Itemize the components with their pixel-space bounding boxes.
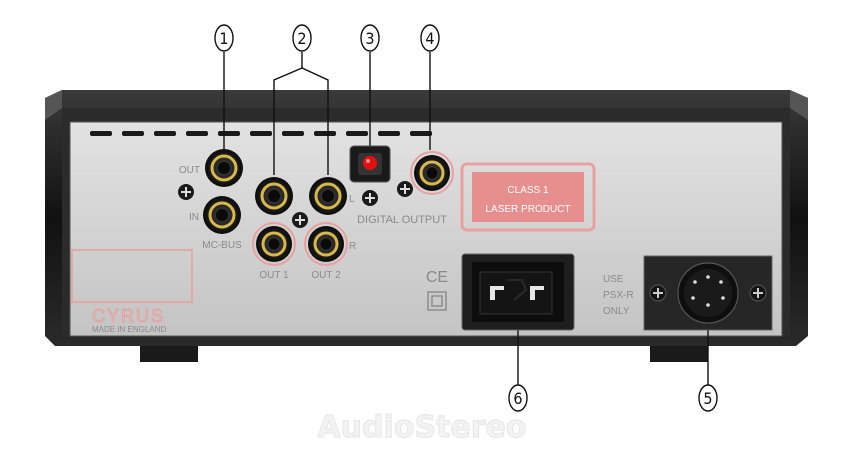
callout-4: 4: [420, 24, 440, 52]
callout-3: 3: [360, 24, 380, 52]
label-r: R: [349, 241, 356, 252]
callout-1: 1: [214, 24, 234, 52]
digital-coax-jack: [410, 151, 454, 195]
psx-r-screw-right: [749, 284, 767, 302]
analog-r-upper-jack: [309, 177, 347, 215]
label-out1: OUT 1: [259, 270, 289, 281]
analog-l-upper-jack: [255, 177, 293, 215]
label-l: L: [349, 194, 355, 205]
label-digital-output: DIGITAL OUTPUT: [357, 214, 447, 226]
ce-mark: CE: [426, 269, 448, 286]
svg-text:5: 5: [703, 389, 712, 408]
label-mc-bus: MC-BUS: [202, 240, 242, 251]
iec-pin-right: [530, 286, 544, 300]
callout-5: 5: [698, 384, 718, 412]
label-laser-product: LASER PRODUCT: [485, 204, 570, 215]
out2-jack: [304, 222, 348, 266]
din-socket: [677, 262, 739, 324]
out1-jack: [252, 222, 296, 266]
psx-r-connector-area: USE PSX-R ONLY: [603, 255, 773, 331]
label-only: ONLY: [603, 306, 630, 317]
optical-output-port: [349, 145, 391, 183]
watermark: AudioStereo: [318, 410, 527, 445]
serial-label-box: [71, 249, 193, 303]
label-psxr: PSX-R: [603, 290, 634, 301]
svg-text:4: 4: [425, 29, 434, 48]
callout-markers: 1 2 3 4 5 6: [214, 24, 718, 412]
iec-pin-left: [490, 286, 504, 300]
svg-text:6: 6: [513, 389, 522, 408]
vent-slots: [90, 131, 432, 136]
screw-digital-right: [397, 181, 413, 197]
screw-center: [292, 212, 308, 228]
rear-panel: [69, 121, 783, 337]
screw-left: [178, 184, 194, 200]
made-in-england: MADE IN ENGLAND: [92, 325, 166, 334]
panel-labels: OUT IN MC-BUS OUT 1 OUT 2 L R DIGITAL OU…: [179, 165, 447, 281]
screw-digital-left: [362, 190, 378, 206]
label-in: IN: [189, 212, 199, 223]
label-out: OUT: [179, 165, 200, 176]
label-out2: OUT 2: [311, 270, 341, 281]
rca-jacks: [203, 149, 454, 266]
certification-marks: CE: [426, 269, 448, 311]
iec-power-socket: [461, 253, 575, 331]
mc-bus-out-jack: [205, 149, 243, 187]
laser-product-label: CLASS 1 LASER PRODUCT: [460, 162, 596, 232]
brand-area: CYRUS MADE IN ENGLAND: [71, 249, 193, 334]
brand-logo: CYRUS: [92, 306, 165, 326]
double-insulation-icon: [427, 291, 447, 311]
svg-text:3: 3: [365, 29, 374, 48]
label-class1: CLASS 1: [507, 185, 549, 196]
leader-lines: [223, 52, 709, 385]
label-use: USE: [603, 274, 624, 285]
svg-text:1: 1: [219, 29, 228, 48]
svg-text:2: 2: [297, 29, 306, 48]
mc-bus-in-jack: [203, 196, 241, 234]
callout-6: 6: [508, 384, 528, 412]
callout-2: 2: [292, 24, 312, 52]
screws: [178, 181, 413, 228]
psx-r-screw-left: [649, 284, 667, 302]
